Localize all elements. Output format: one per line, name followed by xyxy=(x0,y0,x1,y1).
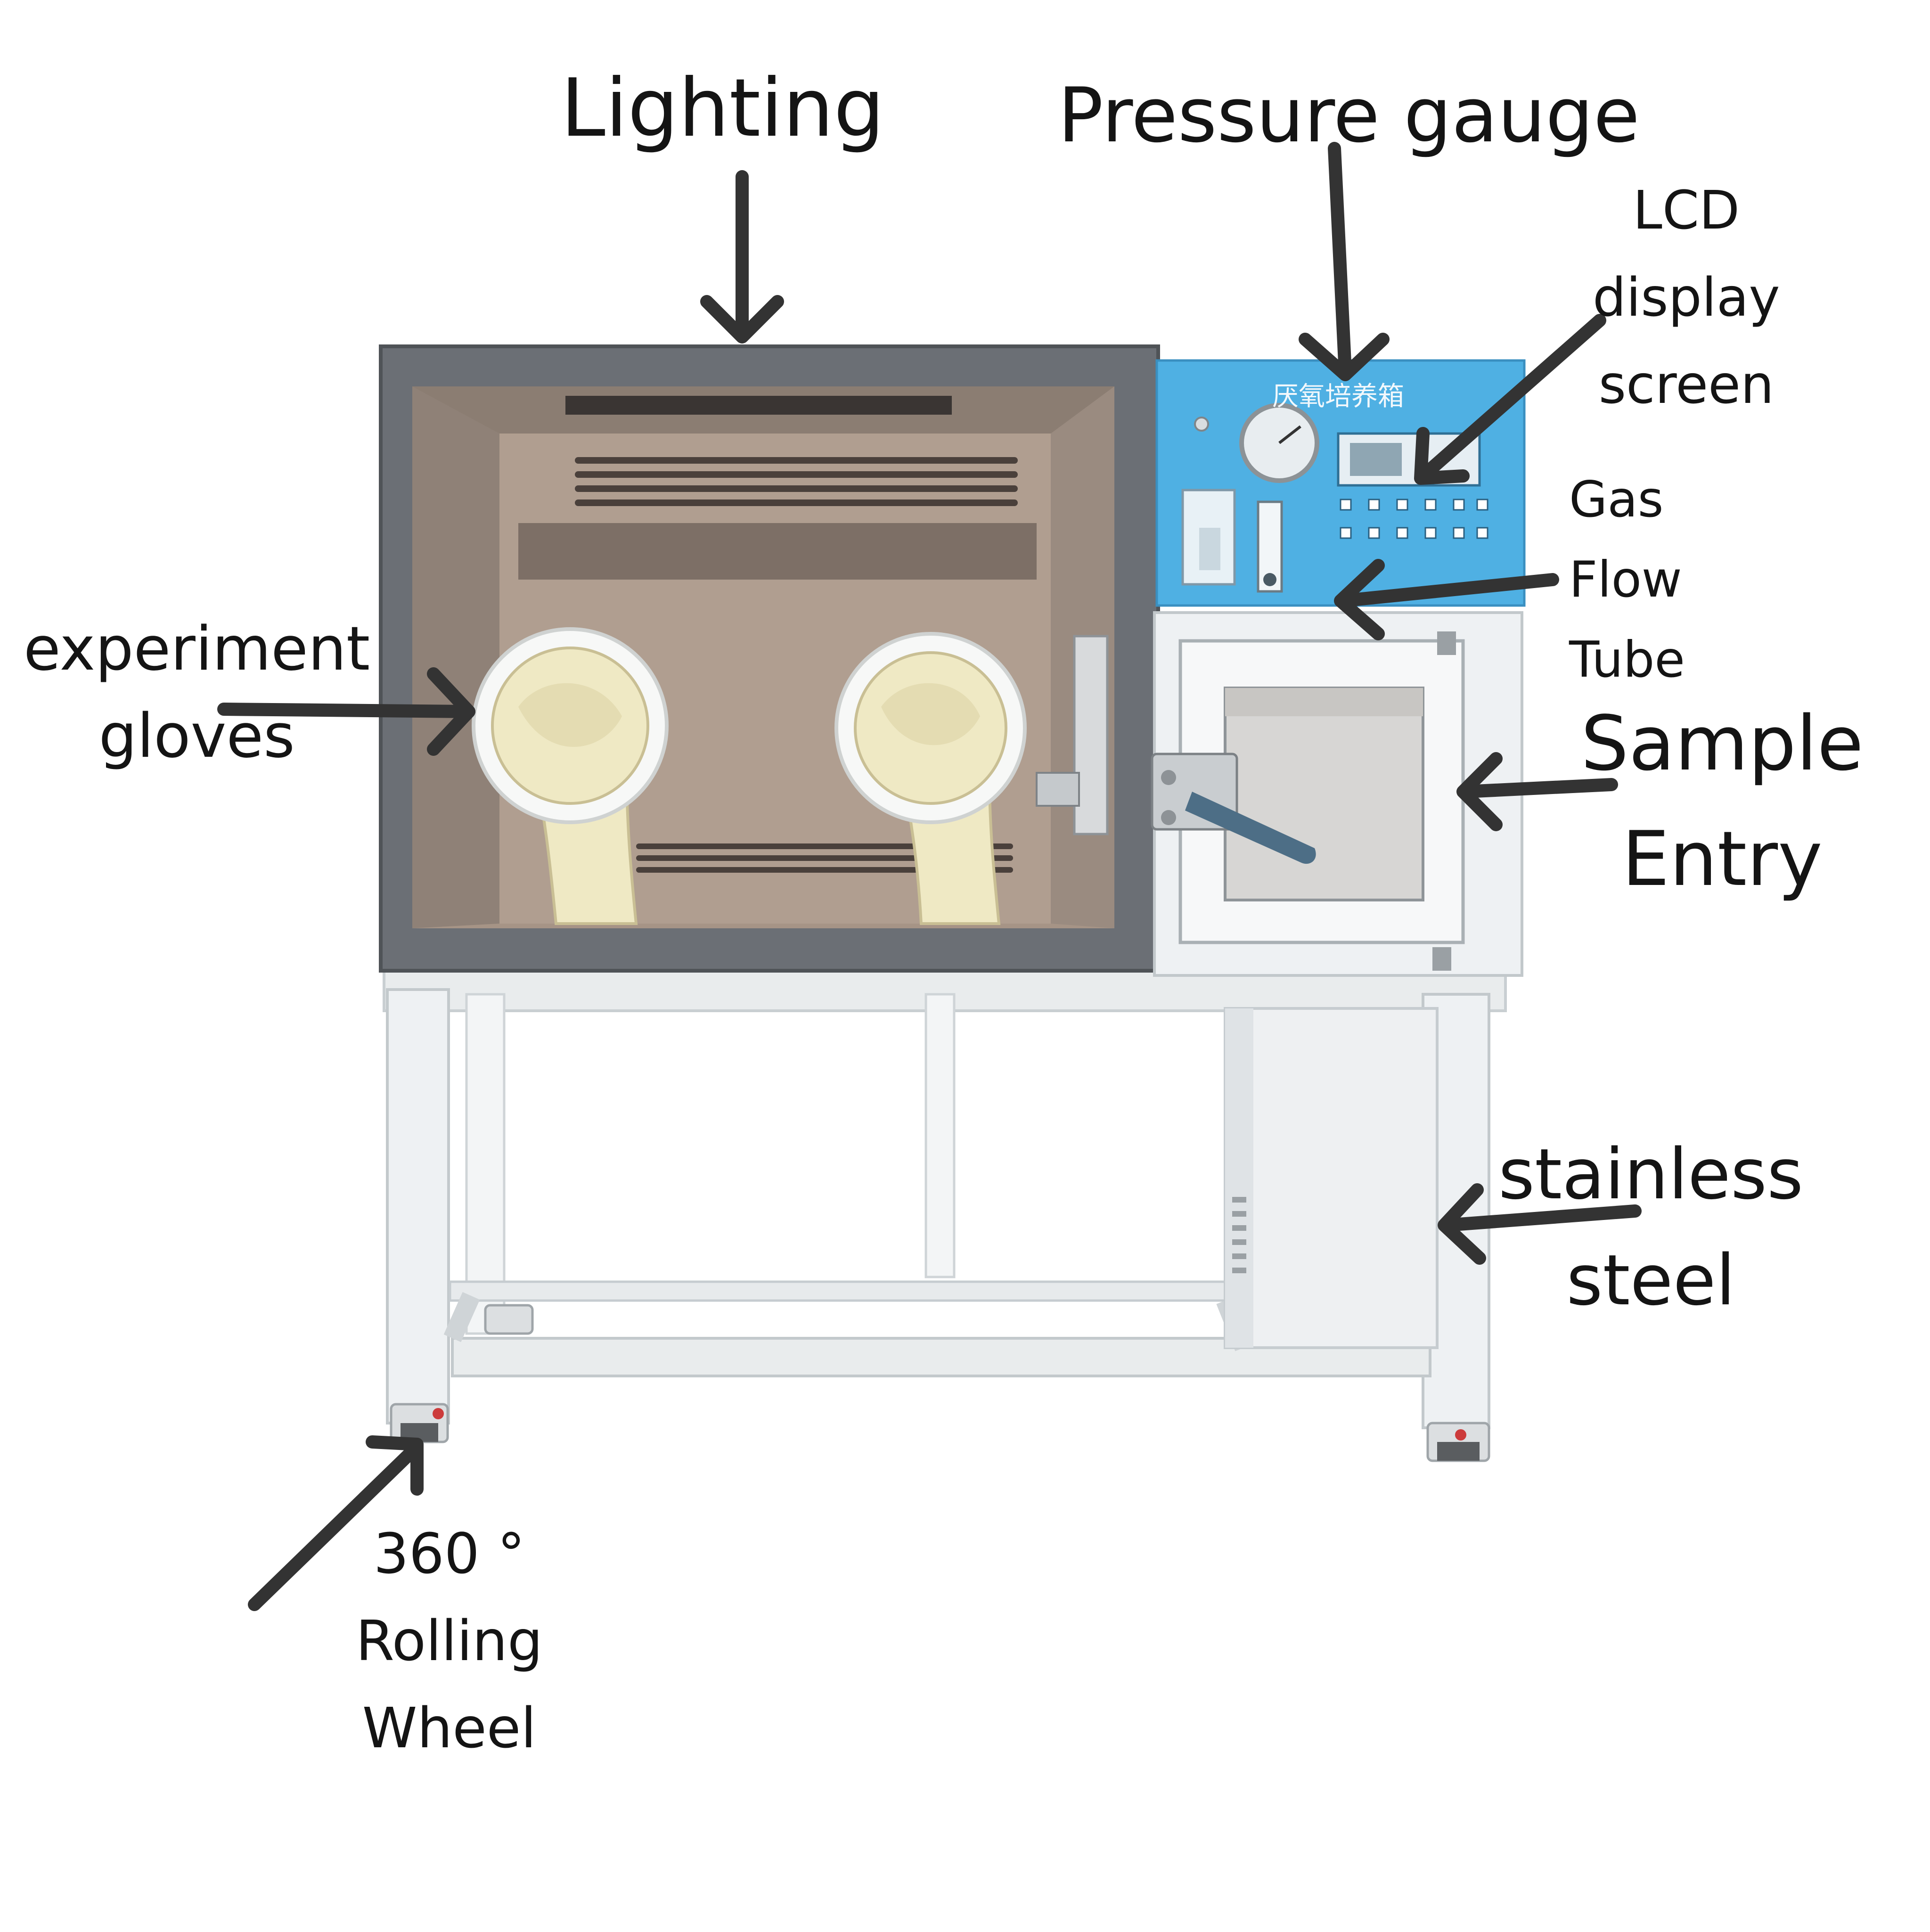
label-pressure-gauge: Pressure gauge xyxy=(1058,71,1640,159)
experiment-gloves xyxy=(472,627,1027,925)
label-sample-entry: Sample Entry xyxy=(1581,699,1864,903)
panel-title: 厌氧培养箱 xyxy=(1272,381,1404,412)
label-gas-flow-tube: Gas Flow Tube xyxy=(1569,471,1685,688)
lighting-strip xyxy=(565,396,952,415)
label-experiment-gloves: experiment gloves xyxy=(24,614,370,771)
arrow-pressure-gauge xyxy=(1299,142,1390,381)
chamber-handle xyxy=(1185,792,1316,864)
arrow-wheel xyxy=(248,1435,424,1611)
label-lcd-display-screen: LCD display screen xyxy=(1593,180,1780,416)
gas-flow-tube xyxy=(1257,500,1283,593)
arrow-lighting xyxy=(700,170,784,344)
arrow-gas-flow xyxy=(1334,559,1559,640)
arrow-sample-entry xyxy=(1456,752,1618,831)
callout-arrows xyxy=(217,142,1642,1611)
label-lighting: Lighting xyxy=(561,62,885,155)
label-stainless-steel: stainless steel xyxy=(1498,1134,1804,1321)
arrow-gloves xyxy=(217,667,475,756)
rolling-wheels xyxy=(390,1304,1490,1462)
label-rolling-wheel: 360 ° Rolling Wheel xyxy=(356,1521,543,1760)
glove-box-chamber xyxy=(379,344,1160,973)
lcd-display xyxy=(1350,443,1402,476)
stand-frame xyxy=(383,965,1507,1429)
arrow-lcd xyxy=(1414,314,1606,485)
arrow-stainless xyxy=(1438,1183,1642,1265)
